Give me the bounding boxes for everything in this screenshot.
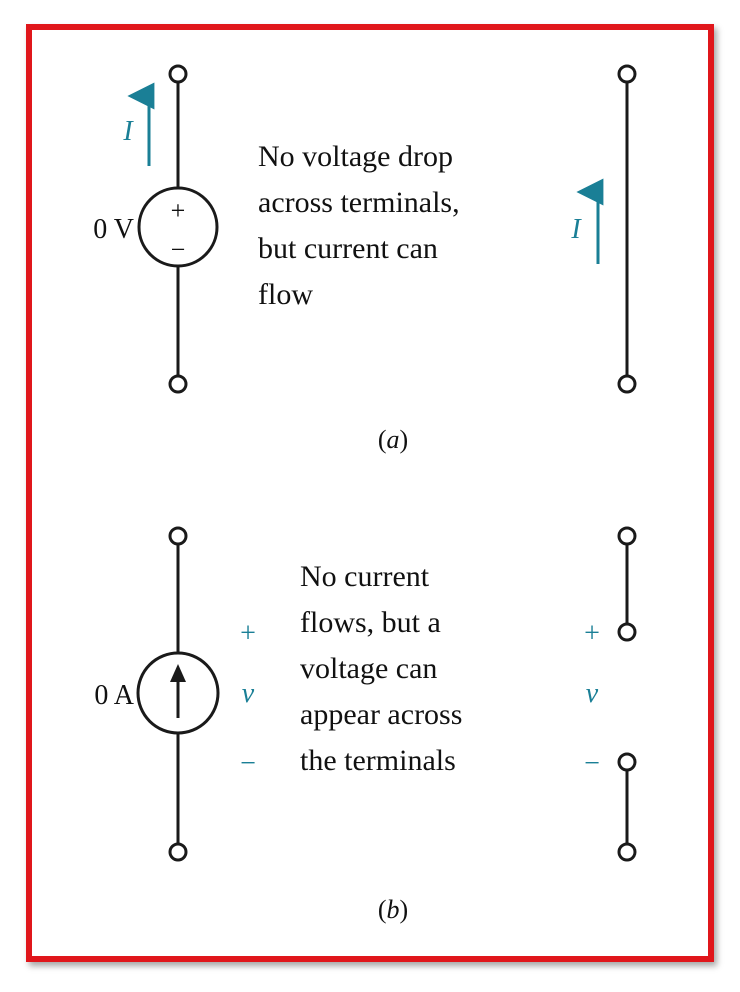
caption-b: (b) [378, 895, 408, 924]
caption-a: (a) [378, 425, 408, 454]
current-source-icon [136, 651, 220, 735]
terminal-bottom-a-right [617, 374, 637, 394]
note-a-line-1: No voltage drop [258, 140, 453, 173]
minus-right: − [584, 748, 600, 779]
note-b-line-3: voltage can [300, 652, 437, 685]
note-b: No current flows, but a voltage can appe… [300, 560, 462, 777]
voltage-symbol-left: v [242, 678, 255, 709]
note-b-line-2: flows, but a [300, 606, 441, 639]
part-b: 0 A + v − No current flows, but a voltag… [94, 526, 637, 924]
current-source-branch [136, 526, 220, 862]
note-a-line-2: across terminals, [258, 186, 460, 219]
open-circuit-branch [617, 526, 637, 862]
terminal-bottom-b-left [168, 842, 188, 862]
note-a-line-3: but current can [258, 232, 438, 265]
terminal-top-a-right [617, 64, 637, 84]
note-b-line-5: the terminals [300, 744, 456, 777]
current-symbol-left: I [122, 116, 134, 147]
plus-sign: + [171, 196, 186, 225]
plus-right: + [584, 618, 600, 649]
note-a: No voltage drop across terminals, but cu… [258, 140, 460, 311]
part-a: + − 0 V I No voltage drop across termina… [93, 64, 637, 454]
terminal-top-a-left [168, 64, 188, 84]
voltage-source-icon [137, 186, 219, 268]
source-label-0v: 0 V [93, 214, 134, 245]
terminal-top-b-left [168, 526, 188, 546]
current-symbol-right: I [570, 214, 582, 245]
caption-a-letter: a [387, 425, 400, 454]
terminal-b-right-2 [617, 622, 637, 642]
terminal-bottom-a-left [168, 374, 188, 394]
terminal-b-right-1 [617, 526, 637, 546]
short-circuit-branch [617, 64, 637, 394]
source-arrow-head-icon [170, 664, 186, 682]
caption-b-letter: b [387, 895, 400, 924]
note-a-line-4: flow [258, 278, 313, 311]
voltage-source-branch [137, 64, 219, 394]
plus-left: + [240, 618, 256, 649]
note-b-line-4: appear across [300, 698, 462, 731]
note-b-line-1: No current [300, 560, 430, 593]
source-label-0a: 0 A [94, 680, 134, 711]
minus-left: − [240, 748, 256, 779]
terminal-b-right-3 [617, 752, 637, 772]
voltage-symbol-right: v [586, 678, 599, 709]
terminal-b-right-4 [617, 842, 637, 862]
minus-sign: − [171, 235, 186, 264]
